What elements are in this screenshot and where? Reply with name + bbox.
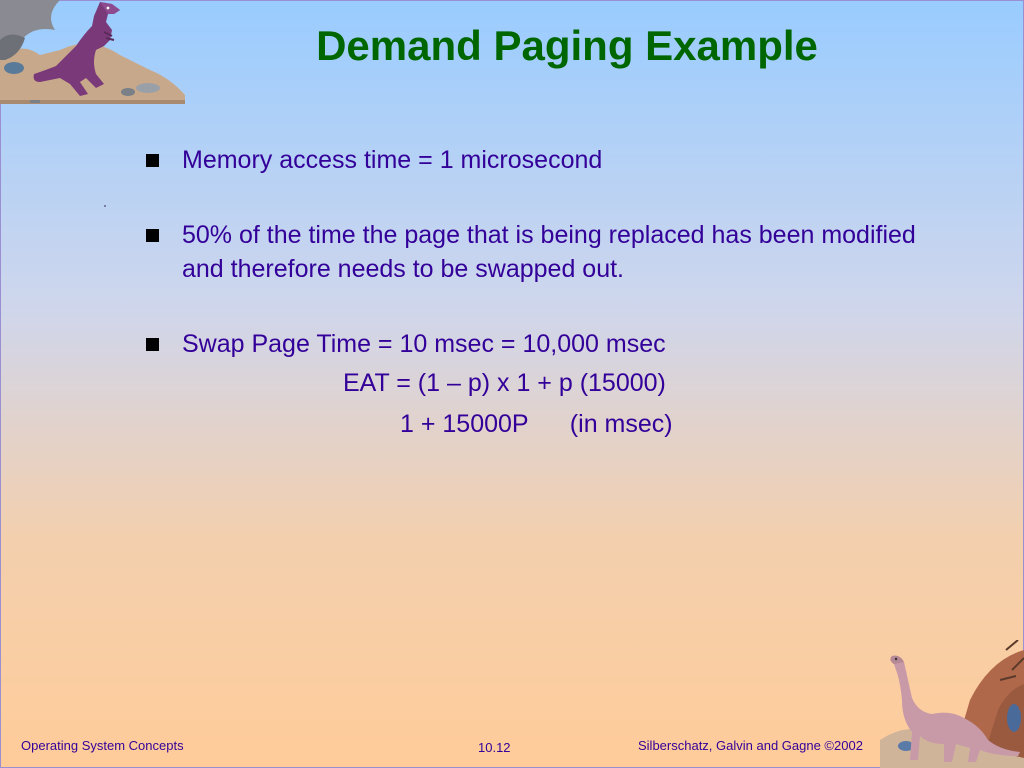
bullet-text: Swap Page Time = 10 msec = 10,000 msec: [182, 330, 666, 358]
square-bullet-icon: [146, 154, 159, 167]
t-rex-illustration: [0, 0, 185, 104]
slide-title: Demand Paging Example: [316, 22, 818, 69]
brontosaurus-illustration: [880, 640, 1024, 768]
footer-course-title: Operating System Concepts: [21, 738, 184, 753]
bullet-text: Memory access time = 1 microsecond: [182, 146, 603, 174]
square-bullet-icon: [146, 338, 159, 351]
bullet-text: 50% of the time the page that is being r…: [182, 221, 916, 283]
formula-line: EAT = (1 – p) x 1 + p (15000): [343, 369, 666, 397]
footer-slide-number: 10.12: [478, 740, 511, 755]
decorative-speck: [104, 205, 106, 207]
formula-line: 1 + 15000P (in msec): [400, 410, 673, 438]
square-bullet-icon: [146, 229, 159, 242]
bullet-item: 50% of the time the page that is being r…: [146, 218, 926, 286]
bullet-item: Memory access time = 1 microsecond: [146, 143, 926, 177]
footer-copyright: Silberschatz, Galvin and Gagne ©2002: [638, 738, 863, 753]
bullet-item: Swap Page Time = 10 msec = 10,000 msec: [146, 327, 926, 361]
